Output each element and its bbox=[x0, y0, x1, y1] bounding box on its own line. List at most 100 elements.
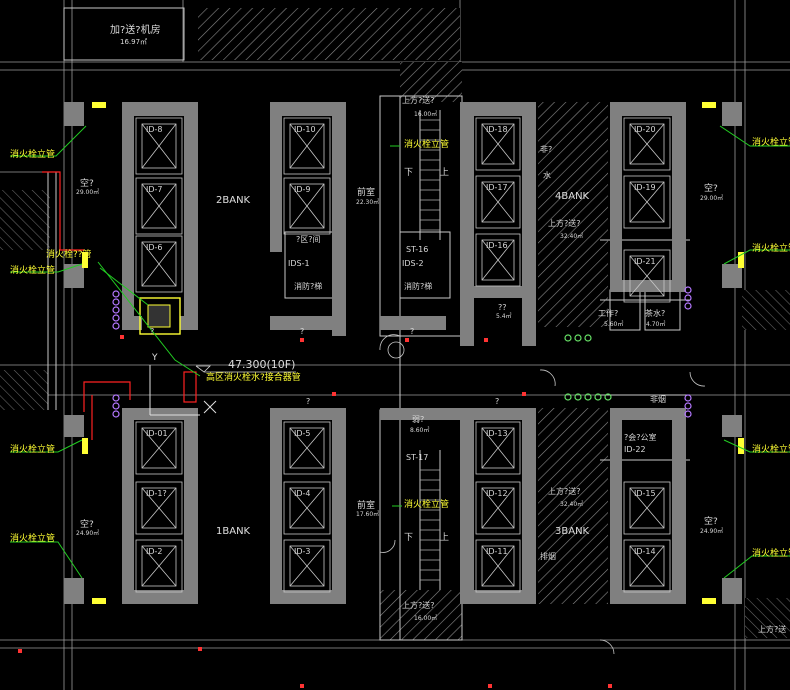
elevator-car-cross bbox=[481, 545, 515, 587]
fire-lift-id-label: IDS-2 bbox=[402, 259, 424, 268]
elevator-car-inner bbox=[481, 487, 515, 529]
elevator-cars bbox=[135, 117, 671, 593]
elevator-car bbox=[623, 481, 671, 535]
elevator-car-inner bbox=[141, 183, 177, 229]
meeting-id: ID-22 bbox=[624, 445, 646, 454]
elevator-car-inner bbox=[289, 545, 325, 587]
shaft-hatch bbox=[0, 8, 790, 640]
down-upper: 下 bbox=[404, 168, 413, 178]
void-left-lower-area: 24.90㎡ bbox=[76, 529, 99, 537]
elevator-car-inner bbox=[481, 545, 515, 587]
elevator-id-label: ID-10 bbox=[294, 125, 316, 134]
elevator-id-label: ID-9 bbox=[294, 185, 311, 194]
room-labels: 前室 22.30㎡ 前室 17.60㎡ 空? 29.00㎡ 空? 29.00㎡ … bbox=[76, 95, 786, 634]
riser-pipe-callout: 消火栓??管 bbox=[46, 248, 92, 260]
elevator-id-label: ID-14 bbox=[634, 547, 656, 556]
fire-lift-2-label: 消防?梯 bbox=[404, 281, 432, 291]
elevator-car-inner bbox=[481, 123, 515, 165]
elevator-car bbox=[475, 233, 521, 287]
bank-1-label: 1BANK bbox=[216, 526, 251, 537]
bank-4-label: 4BANK bbox=[555, 191, 590, 202]
elevator-car-inner bbox=[141, 545, 177, 587]
unknown-mark-1: ? bbox=[300, 327, 304, 336]
elevator-car bbox=[135, 421, 183, 475]
weak-room-area: 8.60㎡ bbox=[410, 426, 429, 434]
elevator-car bbox=[475, 481, 521, 535]
elevator-car-cross bbox=[481, 427, 515, 469]
elevator-car-cross bbox=[629, 255, 665, 297]
elevator-car-cross bbox=[481, 123, 515, 165]
duct-lower-label: 上方?送? bbox=[402, 600, 435, 610]
elevator-car bbox=[283, 539, 331, 593]
elevator-car-cross bbox=[481, 239, 515, 281]
elevator-car bbox=[623, 249, 671, 303]
elevator-car-inner bbox=[481, 181, 515, 223]
riser-callout-top-right: 消火栓立管 bbox=[752, 136, 790, 148]
unknown-mark-3: ? bbox=[306, 397, 310, 406]
elevator-car-cross bbox=[629, 181, 665, 223]
elevator-car-cross bbox=[289, 183, 325, 229]
shaft-lower-label: 非烟 bbox=[650, 394, 666, 404]
fire-pipe bbox=[42, 171, 197, 440]
stair-upper-label: ST-16 bbox=[406, 245, 428, 254]
duct-upper-area: 16.00㎡ bbox=[414, 110, 437, 118]
elevator-car bbox=[135, 117, 183, 175]
duct-mid-lower-label: 上方?送? bbox=[548, 486, 581, 496]
elevator-car-cross bbox=[141, 487, 177, 529]
callout-leaders bbox=[10, 125, 790, 579]
vestibule-lower-area: 17.60㎡ bbox=[356, 510, 379, 518]
stair-lower-label: ST-17 bbox=[406, 453, 428, 462]
elevator-car-inner bbox=[629, 123, 665, 165]
ucs-y-mark: Y bbox=[151, 353, 158, 363]
elevator-car-cross bbox=[289, 123, 325, 169]
elevator-car bbox=[475, 539, 521, 593]
elevator-car-inner bbox=[141, 241, 177, 287]
elevator-car-inner bbox=[481, 427, 515, 469]
void-left-upper-area: 29.00㎡ bbox=[76, 188, 99, 196]
vestibule-lower: 前室 bbox=[357, 499, 375, 511]
elevator-id-label: ID-8 bbox=[146, 125, 163, 134]
elevator-car-cross bbox=[141, 545, 177, 587]
elevator-car-cross bbox=[629, 487, 665, 529]
elevator-car-cross bbox=[481, 487, 515, 529]
void-right-upper-area: 29.00㎡ bbox=[700, 194, 723, 202]
fire-lift-1-label: 消防?梯 bbox=[294, 281, 322, 291]
elevator-id-label: ID-15 bbox=[634, 489, 656, 498]
riser-callout-center-bottom: 消火栓立管 bbox=[404, 498, 449, 510]
elevator-car-inner bbox=[141, 427, 177, 469]
elevator-car-inner bbox=[481, 239, 515, 281]
work-room-area: 5.60㎡ bbox=[604, 320, 623, 328]
elevator-car bbox=[135, 235, 183, 293]
elevator-car-inner bbox=[289, 487, 325, 529]
fire-lift-id-label: IDS-1 bbox=[288, 259, 310, 268]
tea-room-label: 茶水? bbox=[645, 308, 665, 318]
work-room-label: 工作? bbox=[598, 308, 618, 318]
ucs-icon bbox=[149, 365, 217, 416]
core-walls bbox=[64, 102, 742, 604]
level-mark-symbol bbox=[195, 365, 296, 373]
elevator-car-cross bbox=[629, 123, 665, 165]
elevator-car-cross bbox=[289, 427, 325, 469]
weak-room-label: 弱? bbox=[412, 415, 424, 424]
elevator-car-cross bbox=[289, 487, 325, 529]
elevator-id-label: ID-20 bbox=[634, 125, 656, 134]
elevator-car bbox=[135, 481, 183, 535]
elevator-car-cross bbox=[141, 241, 177, 287]
up-upper: 上 bbox=[440, 167, 449, 178]
riser-callout-mid-right: 消火栓立管 bbox=[752, 242, 790, 254]
elevator-car bbox=[135, 177, 183, 235]
riser-callout-low-right: 消火栓立管 bbox=[752, 443, 790, 455]
valve-rings bbox=[112, 286, 692, 418]
riser-callout-mid-left: 消火栓立管 bbox=[10, 264, 55, 276]
elevator-car-inner bbox=[289, 183, 325, 229]
riser-markers bbox=[82, 102, 744, 604]
void-left-upper: 空? bbox=[80, 177, 94, 189]
elevator-car bbox=[623, 175, 671, 229]
elevator-car bbox=[283, 117, 331, 175]
void-right-lower-area: 24.90㎡ bbox=[700, 527, 723, 535]
unknown-mark-5: ? bbox=[150, 327, 154, 336]
elevator-id-label: ID-13 bbox=[486, 429, 508, 438]
high-zone-callout: 高区消火栓水?接合器管 bbox=[206, 371, 301, 383]
elevator-car bbox=[475, 117, 521, 171]
